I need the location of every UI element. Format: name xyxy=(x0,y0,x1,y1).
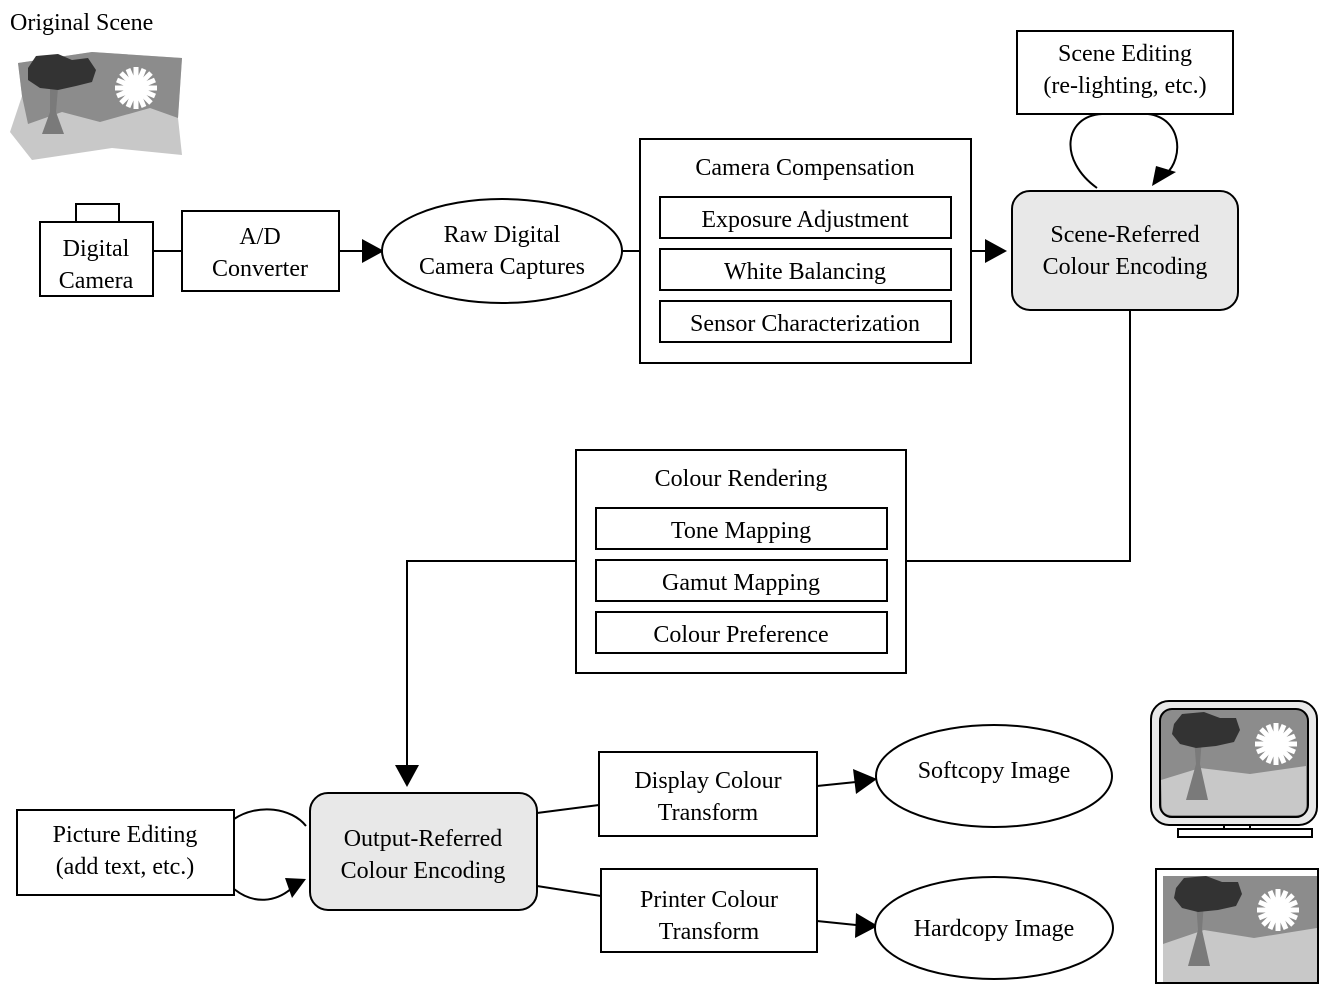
arrowhead-ad-raw xyxy=(362,239,384,263)
softcopy-label: Softcopy Image xyxy=(918,758,1071,784)
original-scene-title: Original Scene xyxy=(10,10,153,36)
scene-editing-loop xyxy=(1069,113,1179,189)
picture-editing-line1: Picture Editing xyxy=(53,822,198,848)
original-scene-image xyxy=(10,52,182,160)
hardcopy-label: Hardcopy Image xyxy=(914,916,1075,942)
arrowhead-display-softcopy xyxy=(853,769,877,794)
camera-label-line2: Camera xyxy=(59,268,134,294)
printer-transform-line1: Printer Colour xyxy=(640,887,778,913)
digital-camera-box: Digital Camera xyxy=(39,203,154,297)
connector-scene-rendering xyxy=(906,310,1131,562)
raw-label-line1: Raw Digital xyxy=(444,222,561,248)
scene-referred-line1: Scene-Referred xyxy=(1050,222,1199,248)
step-white-balancing: White Balancing xyxy=(724,259,886,285)
raw-captures-ellipse: Raw Digital Camera Captures xyxy=(381,198,623,304)
step-colour-preference: Colour Preference xyxy=(653,622,828,648)
printer-colour-transform-box: Printer Colour Transform xyxy=(600,868,818,953)
connector-rendering-output xyxy=(406,560,576,766)
picture-editing-loop xyxy=(233,808,307,901)
picture-editing-line2: (add text, etc.) xyxy=(56,854,195,880)
camera-label-line1: Digital xyxy=(63,236,130,262)
display-transform-line1: Display Colour xyxy=(634,768,781,794)
arrowhead-picture-editing xyxy=(285,878,306,898)
step-tone-mapping: Tone Mapping xyxy=(671,518,811,544)
arrowhead-rendering-output xyxy=(395,765,419,787)
colour-rendering-title: Colour Rendering xyxy=(655,466,828,492)
print-icon xyxy=(1155,868,1319,984)
scene-referred-encoding-box: Scene-Referred Colour Encoding xyxy=(1011,190,1239,311)
softcopy-image-ellipse: Softcopy Image xyxy=(875,724,1113,828)
ad-label-line1: A/D xyxy=(239,224,280,250)
ad-converter-box: A/D Converter xyxy=(181,210,340,292)
scene-editing-box: Scene Editing (re-lighting, etc.) xyxy=(1016,30,1234,115)
output-referred-line1: Output-Referred xyxy=(344,826,503,852)
arrowhead-compensation-scene xyxy=(985,239,1007,263)
printer-transform-line2: Transform xyxy=(659,919,760,945)
step-gamut-mapping: Gamut Mapping xyxy=(662,570,820,596)
ad-label-line2: Converter xyxy=(212,256,308,282)
sun-icon xyxy=(115,67,157,109)
display-transform-line2: Transform xyxy=(658,800,759,826)
connector-display-softcopy xyxy=(816,781,857,787)
scene-editing-line1: Scene Editing xyxy=(1058,41,1192,67)
camera-compensation-group: Camera Compensation Exposure Adjustment … xyxy=(639,138,972,364)
camera-compensation-title: Camera Compensation xyxy=(695,155,914,181)
picture-editing-box: Picture Editing (add text, etc.) xyxy=(16,809,235,896)
colour-rendering-group: Colour Rendering Tone Mapping Gamut Mapp… xyxy=(575,449,907,674)
arrowhead-scene-editing xyxy=(1152,166,1176,186)
output-referred-line2: Colour Encoding xyxy=(341,858,506,884)
scene-referred-line2: Colour Encoding xyxy=(1043,254,1208,280)
connector-output-display xyxy=(536,804,600,814)
raw-label-line2: Camera Captures xyxy=(419,254,585,280)
step-exposure-adjustment: Exposure Adjustment xyxy=(701,207,909,233)
output-referred-encoding-box: Output-Referred Colour Encoding xyxy=(309,792,538,911)
arrowhead-printer-hardcopy xyxy=(855,913,878,938)
display-colour-transform-box: Display Colour Transform xyxy=(598,751,818,837)
monitor-icon xyxy=(1150,700,1318,838)
scene-editing-line2: (re-lighting, etc.) xyxy=(1043,73,1206,99)
connector-output-printer xyxy=(536,885,602,897)
hardcopy-image-ellipse: Hardcopy Image xyxy=(874,876,1114,980)
step-sensor-characterization: Sensor Characterization xyxy=(690,311,920,337)
connector-printer-hardcopy xyxy=(816,920,857,926)
